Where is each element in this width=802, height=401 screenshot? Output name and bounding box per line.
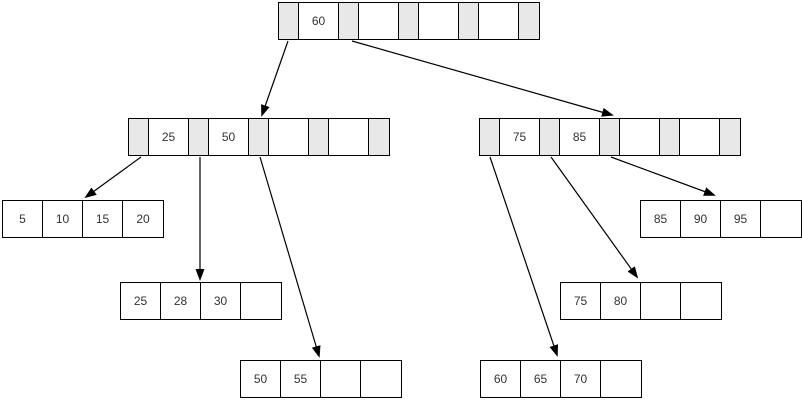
key-cell xyxy=(601,361,641,397)
edge-internal-left-to-leaf-5-10-15-20 xyxy=(84,156,142,199)
key-cell: 28 xyxy=(161,283,201,319)
pointer-cell xyxy=(399,3,419,39)
edge-internal-right-to-leaf-85-90-95 xyxy=(610,156,716,196)
key-cell xyxy=(241,283,281,319)
pointer-cell xyxy=(369,119,389,155)
key-cell: 60 xyxy=(299,3,339,39)
pointer-cell xyxy=(660,119,680,155)
pointer-cell xyxy=(249,119,269,155)
key-cell: 20 xyxy=(123,201,163,237)
pointer-cell xyxy=(540,119,560,155)
key-cell: 50 xyxy=(209,119,249,155)
pointer-cell xyxy=(720,119,740,155)
key-cell: 75 xyxy=(561,283,601,319)
key-cell: 25 xyxy=(121,283,161,319)
key-cell: 85 xyxy=(641,201,681,237)
pointer-cell xyxy=(309,119,329,155)
key-cell: 90 xyxy=(681,201,721,237)
key-cell xyxy=(359,3,399,39)
key-cell xyxy=(269,119,309,155)
key-cell xyxy=(641,283,681,319)
key-cell: 50 xyxy=(241,361,281,397)
key-cell: 10 xyxy=(43,201,83,237)
edge-internal-right-to-leaf-75-80 xyxy=(550,156,639,279)
key-cell: 95 xyxy=(721,201,761,237)
key-cell: 55 xyxy=(281,361,321,397)
pointer-cell xyxy=(189,119,209,155)
key-cell xyxy=(321,361,361,397)
key-cell: 75 xyxy=(500,119,540,155)
btree-node-internal-right: 75 85 xyxy=(479,118,741,156)
btree-node-root: 60 xyxy=(278,2,540,40)
key-cell xyxy=(361,361,401,397)
key-cell xyxy=(680,119,720,155)
key-cell: 30 xyxy=(201,283,241,319)
key-cell xyxy=(329,119,369,155)
btree-node-internal-left: 25 50 xyxy=(128,118,390,156)
key-cell xyxy=(761,201,801,237)
pointer-cell xyxy=(600,119,620,155)
pointer-cell xyxy=(519,3,539,39)
edge-root-to-internal-left xyxy=(261,40,289,117)
pointer-cell xyxy=(480,119,500,155)
key-cell xyxy=(681,283,721,319)
key-cell: 15 xyxy=(83,201,123,237)
key-cell xyxy=(620,119,660,155)
key-cell: 65 xyxy=(521,361,561,397)
pointer-cell xyxy=(129,119,149,155)
edge-internal-right-to-leaf-60-65-70 xyxy=(489,156,559,357)
key-cell: 80 xyxy=(601,283,641,319)
pointer-cell xyxy=(339,3,359,39)
key-cell: 60 xyxy=(481,361,521,397)
edge-root-to-internal-right xyxy=(351,40,614,117)
key-cell: 70 xyxy=(561,361,601,397)
key-cell: 85 xyxy=(560,119,600,155)
pointer-cell xyxy=(459,3,479,39)
key-cell xyxy=(479,3,519,39)
pointer-cell xyxy=(279,3,299,39)
key-cell: 25 xyxy=(149,119,189,155)
edge-internal-left-to-leaf-50-55 xyxy=(259,156,321,358)
key-cell xyxy=(419,3,459,39)
key-cell: 5 xyxy=(3,201,43,237)
